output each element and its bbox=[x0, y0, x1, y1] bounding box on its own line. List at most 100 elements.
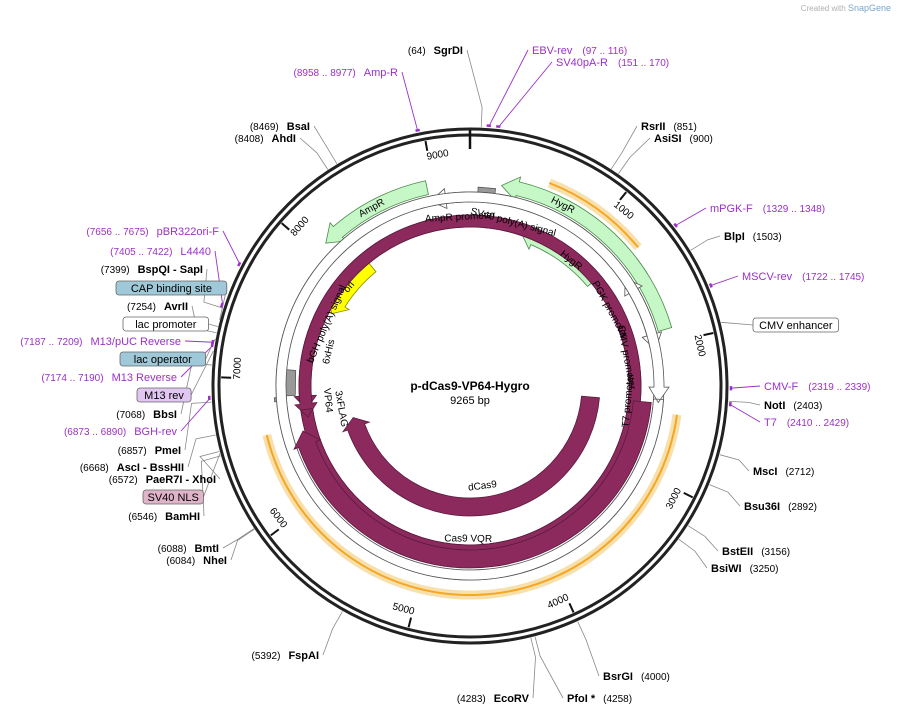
feature-box[interactable] bbox=[136, 387, 192, 403]
ruler-label: 4000 bbox=[546, 592, 571, 611]
enzyme-label[interactable]: PfoI *(4258) bbox=[567, 693, 632, 705]
primer-label[interactable]: mPGK-F(1329 .. 1348) bbox=[710, 203, 825, 215]
enzyme-label[interactable]: (6572) PaeR7I - XhoI bbox=[109, 474, 216, 486]
enzyme-label[interactable]: BstEII(3156) bbox=[722, 546, 790, 558]
feature-dcas9[interactable] bbox=[341, 395, 600, 517]
primer-label[interactable]: (8958 .. 8977)Amp-R bbox=[294, 67, 399, 79]
feature-box-label: CMV enhancer bbox=[759, 320, 833, 332]
enzyme-label[interactable]: (5392)FspAI bbox=[252, 650, 319, 662]
primer-binding-mark bbox=[673, 222, 678, 228]
enzyme-position: (851) bbox=[673, 122, 696, 133]
ruler-tick bbox=[703, 332, 714, 337]
primer-range: (7187 .. 7209) bbox=[20, 337, 82, 348]
primer-range: (7656 .. 7675) bbox=[86, 227, 148, 238]
enzyme-name: FspAI bbox=[288, 650, 319, 662]
primer-leader-line bbox=[497, 61, 553, 128]
enzyme-label[interactable]: RsrII(851) bbox=[641, 121, 697, 133]
enzyme-name: NheI bbox=[203, 555, 227, 567]
enzyme-label[interactable]: (6668)AscI - BssHII bbox=[80, 462, 184, 474]
ruler-tick bbox=[683, 491, 694, 499]
enzyme-label[interactable]: (6857)PmeI bbox=[118, 445, 181, 457]
primer-label[interactable]: (7174 .. 7190)M13 Reverse bbox=[41, 372, 177, 384]
ruler-label: 5000 bbox=[391, 601, 416, 617]
enzyme-label[interactable]: (7068)BbsI bbox=[116, 409, 177, 421]
ruler-label: 7000 bbox=[232, 357, 244, 380]
primer-range: (151 .. 170) bbox=[618, 58, 669, 69]
enzyme-leader-line bbox=[678, 538, 708, 569]
primer-label[interactable]: MSCV-rev (1722 .. 1745) bbox=[742, 271, 864, 283]
enzyme-name: PaeR7I - XhoI bbox=[146, 474, 216, 486]
primer-leader-line bbox=[214, 250, 224, 306]
primer-label[interactable]: (6873 .. 6890)BGH-rev bbox=[64, 426, 178, 438]
enzyme-label[interactable]: (6084)NheI bbox=[166, 555, 227, 567]
enzyme-label[interactable]: BsrGI(4000) bbox=[603, 671, 670, 683]
enzyme-position: (6572) bbox=[109, 475, 138, 486]
enzyme-position: (3250) bbox=[750, 564, 779, 575]
primer-label[interactable]: T7(2410 .. 2429) bbox=[764, 417, 849, 429]
enzyme-label[interactable]: NotI(2403) bbox=[764, 400, 822, 412]
box-leader-line bbox=[203, 453, 221, 498]
feature-label: dCas9 bbox=[467, 479, 497, 494]
enzyme-label[interactable]: AsiSI(900) bbox=[654, 133, 713, 145]
primer-label[interactable]: EBV-rev(97 .. 116) bbox=[532, 45, 627, 57]
feature-ampr[interactable] bbox=[325, 180, 429, 244]
primer-leader-line bbox=[180, 397, 211, 432]
enzyme-label[interactable]: (7399)BspQI - SapI bbox=[101, 264, 203, 276]
enzyme-position: (4258) bbox=[603, 694, 632, 705]
enzyme-leader-line bbox=[719, 454, 750, 472]
feature-box[interactable] bbox=[115, 280, 228, 296]
ruler-tick bbox=[270, 528, 280, 537]
enzyme-position: (6668) bbox=[80, 463, 109, 474]
feature-hygr[interactable] bbox=[500, 176, 673, 332]
enzyme-label[interactable]: BlpI(1503) bbox=[724, 231, 782, 243]
ruler-tick bbox=[619, 191, 627, 201]
enzyme-label[interactable]: MscI(2712) bbox=[753, 466, 814, 478]
enzyme-label[interactable]: BsiWI(3250) bbox=[711, 563, 778, 575]
enzyme-label[interactable]: (8408)AhdI bbox=[235, 133, 296, 145]
primer-range: (2319 .. 2339) bbox=[808, 382, 870, 393]
enzyme-leader-line bbox=[222, 528, 255, 549]
primer-name: Amp-R bbox=[364, 67, 398, 79]
primer-leader-line bbox=[488, 49, 529, 127]
ruler-tick bbox=[280, 222, 290, 231]
enzyme-leader-line bbox=[466, 49, 483, 128]
primer-label[interactable]: (7187 .. 7209) M13/pUC Reverse bbox=[20, 336, 181, 348]
feature-box[interactable] bbox=[122, 316, 209, 332]
enzyme-name: AsiSI bbox=[654, 133, 682, 145]
primer-name: BGH-rev bbox=[134, 426, 177, 438]
primer-label[interactable]: (7405 .. 7422)L4440 bbox=[110, 246, 211, 258]
primer-leader-line bbox=[184, 340, 214, 343]
enzyme-label[interactable]: (6546)BamHI bbox=[128, 511, 200, 523]
primer-range: (1722 .. 1745) bbox=[802, 272, 864, 283]
enzyme-leader-line bbox=[610, 125, 638, 170]
enzyme-label[interactable]: (8469)BsaI bbox=[250, 121, 310, 133]
feature-box[interactable] bbox=[119, 351, 206, 367]
feature-label: Cas9 VQR bbox=[444, 533, 492, 545]
primer-range: (7405 .. 7422) bbox=[110, 247, 172, 258]
enzyme-leader-line bbox=[313, 125, 338, 165]
enzyme-name: MscI bbox=[753, 466, 777, 478]
feature-cas9-vqr[interactable] bbox=[293, 400, 652, 569]
enzyme-label[interactable]: (4283)EcoRV bbox=[457, 693, 530, 705]
primer-label[interactable]: SV40pA-R(151 .. 170) bbox=[556, 57, 669, 69]
feature-label: ori bbox=[342, 280, 358, 296]
feature-highlight-line bbox=[265, 414, 678, 597]
ruler-label: 8000 bbox=[289, 214, 312, 238]
enzyme-label[interactable]: (6088)BmtI bbox=[158, 543, 219, 555]
primer-range: (2410 .. 2429) bbox=[787, 418, 849, 429]
enzyme-label[interactable]: (7254)AvrII bbox=[127, 301, 188, 313]
primer-name: MSCV-rev bbox=[742, 271, 793, 283]
primer-label[interactable]: CMV-F(2319 .. 2339) bbox=[764, 381, 871, 393]
primer-binding-mark bbox=[708, 282, 713, 288]
feature-box[interactable] bbox=[752, 317, 839, 333]
primer-binding-mark bbox=[219, 302, 224, 308]
primer-leader-line bbox=[729, 403, 761, 423]
primer-name: M13/pUC Reverse bbox=[91, 336, 181, 348]
feature-t7-promoter[interactable] bbox=[275, 191, 670, 581]
primer-range: (1329 .. 1348) bbox=[763, 204, 825, 215]
enzyme-label[interactable]: (64)SgrDI bbox=[408, 45, 463, 57]
enzyme-label[interactable]: Bsu36I(2892) bbox=[744, 501, 817, 513]
primer-label[interactable]: (7656 .. 7675)pBR322ori-F bbox=[86, 226, 219, 238]
feature-box[interactable] bbox=[142, 489, 204, 505]
